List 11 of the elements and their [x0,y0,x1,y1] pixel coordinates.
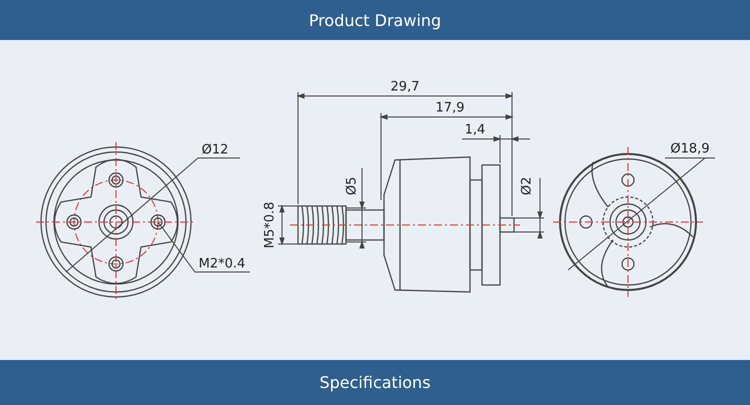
diameter-label: Ø5 [344,176,360,196]
dimension-label: 29,7 [390,80,420,94]
dimension-label: 1,4 [464,122,486,138]
thread-label: M5*0.8 [262,202,278,248]
diameter-label: Ø18,9 [670,142,710,156]
thread-label: M2*0.4 [198,256,246,272]
dimension-label: 17,9 [436,100,464,116]
diameter-label: Ø2 [520,176,534,196]
section-heading: Specifications [0,360,750,405]
diameter-label: Ø12 [202,142,228,158]
title-band: Product Drawing [0,0,750,40]
